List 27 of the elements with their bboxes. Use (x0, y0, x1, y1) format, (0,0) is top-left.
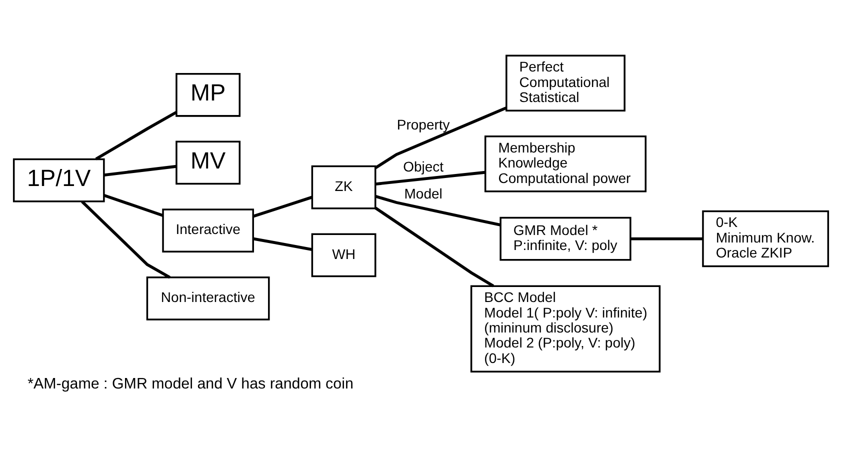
edge-label: Object (403, 158, 444, 174)
edge-label: Property (396, 116, 450, 132)
node-box: 0-K Minimum Know. Oracle ZKIP (702, 210, 830, 267)
connector (375, 170, 486, 185)
node-box: GMR Model * P:infinite, V: poly (500, 216, 632, 260)
connector (104, 164, 177, 176)
node-box: Interactive (162, 208, 254, 252)
connector (104, 194, 164, 216)
connector (630, 236, 703, 240)
connector (374, 206, 494, 287)
connector (95, 110, 178, 160)
node-box: Membership Knowledge Computational power (484, 135, 647, 192)
node-box: 1P/1V (12, 158, 105, 202)
connector (375, 194, 501, 226)
node-box: MV (176, 140, 241, 184)
node-box: BCC Model Model 1( P:poly V: infinite) (mininum disclosure) Model 2 (P:poly, V: poly) (0-K) (470, 284, 661, 372)
node-box: Non-interactive (146, 276, 270, 320)
node-box: Perfect Computational Statistical (506, 54, 626, 112)
connector (374, 106, 507, 169)
caption: *AM-game : GMR model and V has random coin (28, 374, 354, 392)
connector (81, 200, 170, 278)
edge-label: Model (404, 185, 442, 202)
node-box: ZK (311, 164, 376, 209)
connector (252, 195, 313, 218)
connector (253, 236, 312, 250)
node-box: MP (176, 72, 241, 116)
node-box: WH (311, 232, 376, 277)
